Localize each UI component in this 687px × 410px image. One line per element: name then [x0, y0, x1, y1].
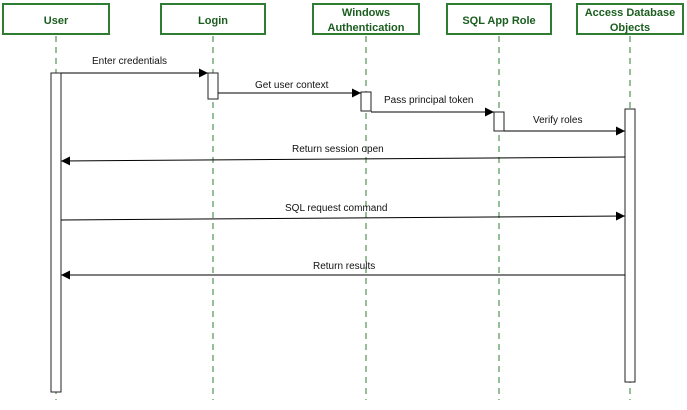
- message-label-return-results: Return results: [313, 261, 375, 272]
- participant-login: Login: [160, 3, 266, 35]
- message-enter-credentials: Enter credentials: [61, 56, 208, 78]
- message-verify-roles: Verify roles: [504, 115, 625, 136]
- message-label-pass-principal-token: Pass principal token: [384, 95, 474, 106]
- activation-bars: [50, 72, 636, 393]
- participant-label-access-database: Access Database: [585, 7, 676, 19]
- participant-box-login: [160, 3, 266, 35]
- message-label-sql-request-command: SQL request command: [285, 203, 387, 214]
- message-get-user-context: Get user context: [218, 80, 361, 98]
- activation-user: [50, 72, 62, 393]
- participant-label-objects: Objects: [610, 22, 650, 34]
- messages: Enter credentials Get user context Pass …: [60, 56, 626, 280]
- participant-box-access-database-objects: [576, 3, 684, 35]
- participant-label-windows: Windows: [342, 7, 390, 19]
- activation-access-database-objects: [624, 108, 636, 383]
- message-return-session-open: Return session open: [60, 144, 626, 166]
- message-label-enter-credentials: Enter credentials: [92, 56, 167, 67]
- message-label-get-user-context: Get user context: [255, 80, 329, 91]
- participant-sql-app-role: SQL App Role: [446, 3, 552, 35]
- participant-box-windows-authentication: [312, 3, 420, 35]
- participants: User Login Windows Authentication SQL Ap…: [2, 3, 684, 35]
- message-return-results: Return results: [61, 261, 625, 280]
- activation-windows-authentication: [360, 91, 372, 112]
- participant-user: User: [2, 3, 110, 35]
- message-arrow-sql-request-command: [60, 211, 626, 221]
- message-label-return-session-open: Return session open: [292, 144, 384, 155]
- message-arrow-return-session-open: [60, 156, 626, 166]
- participant-windows-authentication: Windows Authentication: [312, 3, 420, 35]
- participant-label-authentication: Authentication: [328, 22, 405, 34]
- participant-label-sql-app-role: SQL App Role: [462, 15, 535, 27]
- message-pass-principal-token: Pass principal token: [371, 95, 494, 117]
- activation-sql-app-role: [493, 111, 505, 132]
- activation-login: [207, 72, 219, 100]
- participant-box-sql-app-role: [446, 3, 552, 35]
- participant-box-user: [2, 3, 110, 35]
- message-sql-request-command: SQL request command: [60, 203, 626, 221]
- message-label-verify-roles: Verify roles: [533, 115, 582, 126]
- participant-access-database-objects: Access Database Objects: [576, 3, 684, 35]
- participant-label-user: User: [44, 15, 69, 27]
- participant-label-login: Login: [198, 15, 228, 27]
